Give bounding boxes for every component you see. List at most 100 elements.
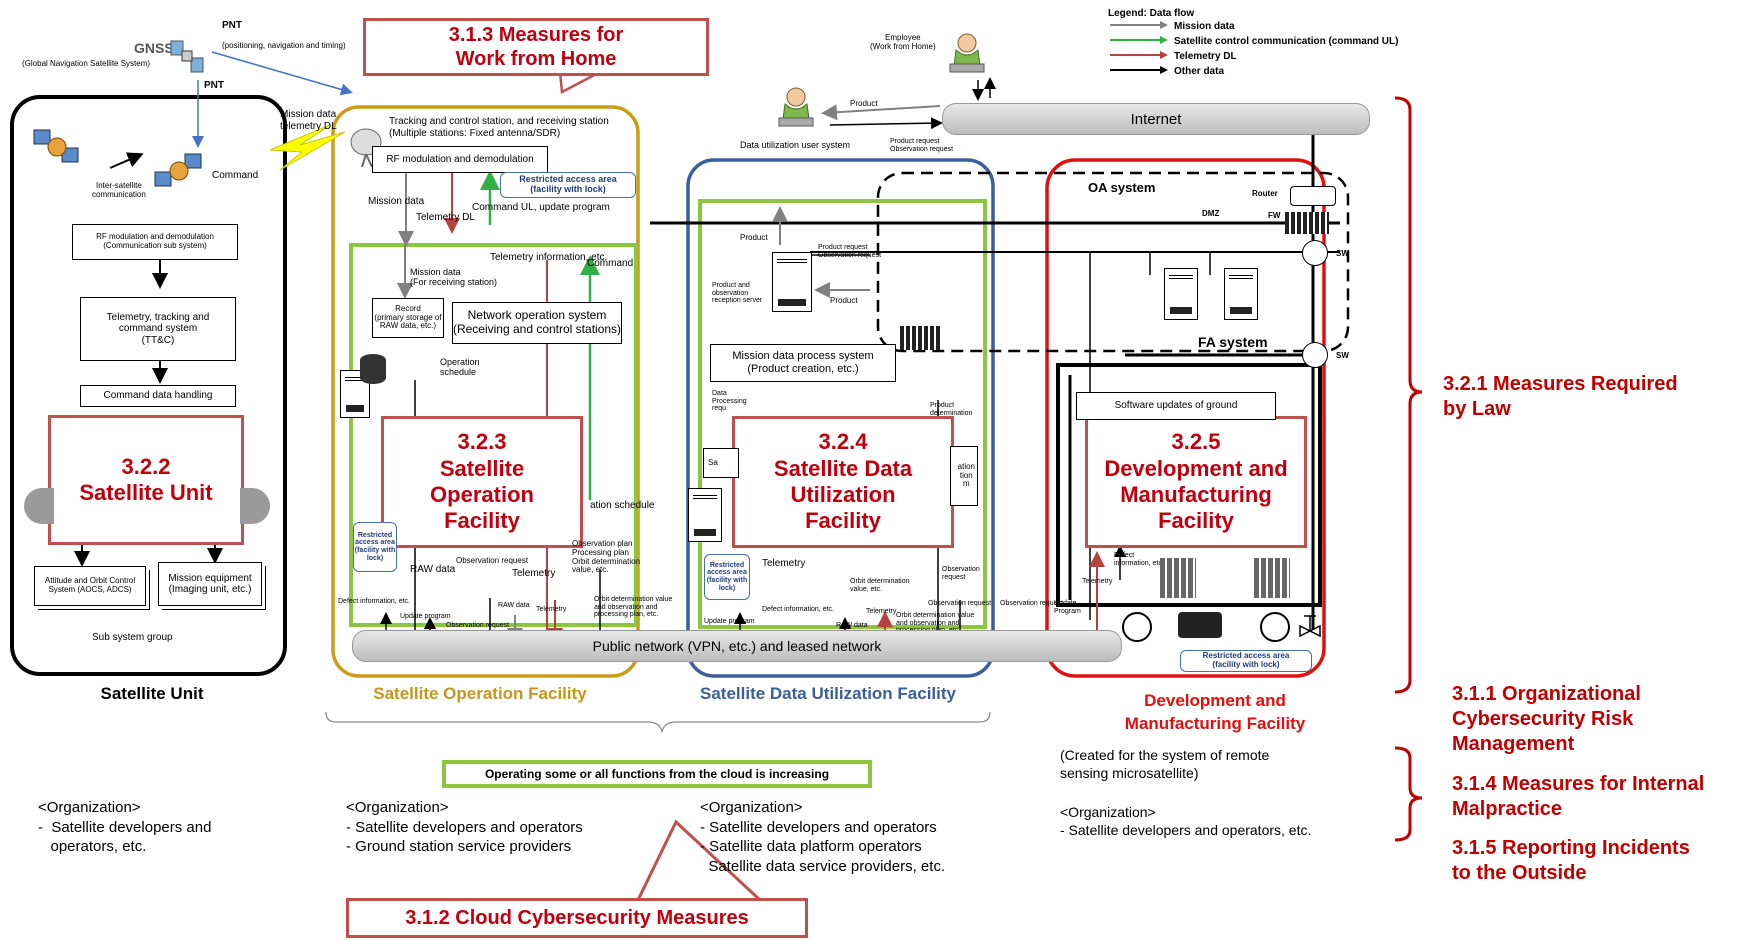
measure-org-risk: 3.1.1 Organizational Cybersecurity Risk … — [1452, 683, 1641, 755]
tlm-info-label: Telemetry information, etc. — [490, 252, 608, 263]
plc-icon-2 — [1254, 558, 1290, 598]
dev-mfg-facility-label: Development and Manufacturing Facility — [1124, 691, 1306, 733]
user-requests-label: Product request Observation request — [890, 138, 954, 153]
legend-arrow-icon — [1108, 65, 1168, 78]
flow-update-2: Update program — [704, 618, 755, 625]
switch-icon-2 — [1302, 342, 1328, 368]
inter-satellite-label: Inter-satellite communication — [92, 181, 146, 199]
internet: Internet — [942, 103, 1370, 135]
legend-label: Telemetry DL — [1174, 51, 1237, 62]
solar-panel-right — [240, 488, 270, 524]
ation-box: ation tion m — [950, 446, 978, 506]
router-label: Router — [1252, 189, 1278, 198]
measure-internal: 3.1.4 Measures for Internal Malpractice — [1452, 773, 1705, 820]
oa-server-2 — [1224, 268, 1258, 320]
dev-note: (Created for the system of remote sensin… — [1060, 747, 1270, 782]
callout-satellite-unit: 3.2.2 Satellite Unit — [48, 415, 244, 545]
data-requests-label: Product request Observation request — [818, 244, 882, 259]
subsystem-label: Sub system group — [92, 632, 173, 643]
mission-tlm-label: Mission data telemetry DL — [280, 109, 337, 132]
router-icon — [1290, 186, 1336, 206]
flow-telemetry-2: Telemetry — [866, 608, 897, 615]
valve-icon — [1298, 612, 1322, 638]
flow-raw: RAW data — [498, 602, 530, 609]
gnss-full: (Global Navigation Satellite System) — [22, 59, 151, 68]
firewall-icon-dev — [1285, 212, 1329, 234]
sat-op-restricted-area: Restricted access area (facility with lo… — [500, 172, 636, 198]
obs-schedule-label: ation schedule — [590, 500, 655, 511]
measure-required-by-law: 3.2.1 Measures Required by Law — [1443, 373, 1678, 420]
fa-system-label: FA system — [1198, 334, 1268, 350]
mission-recv-label: Mission data (For receiving station) — [410, 267, 498, 287]
public-network: Public network (VPN, etc.) and leased ne… — [352, 630, 1122, 662]
satellite-unit-org: <Organization> - Satellite developers an… — [38, 799, 212, 855]
pnt-label-2: PNT — [204, 80, 224, 91]
pnt-full: (positioning, navigation and timing) — [222, 41, 346, 50]
obs-plan-label: Observation plan Processing plan Orbit d… — [572, 539, 641, 575]
oa-system-label: OA system — [1088, 180, 1156, 195]
satellite-icon — [32, 126, 82, 168]
cloud-banner: Operating some or all functions from the… — [442, 760, 872, 788]
data-product-label-2: Product — [830, 296, 858, 305]
mission-data-label: Mission data — [368, 196, 425, 207]
gnss-satellite-icon — [168, 36, 206, 76]
dev-telemetry-label: Telemetry — [1082, 578, 1113, 585]
sw-label: SW — [1336, 249, 1349, 258]
flow-update: Update program — [400, 613, 451, 620]
motor-icon — [1178, 612, 1222, 638]
command-label: Command — [212, 170, 259, 181]
dev-org: <Organization> - Satellite developers an… — [1060, 804, 1312, 839]
pnt-label: PNT — [222, 20, 242, 31]
user-system-label: Data utilization user system — [740, 140, 851, 150]
sat-op-restricted-2: Restricted access area (facility with lo… — [353, 522, 397, 572]
rf-box: RF modulation and demodulation (Communic… — [72, 224, 238, 260]
switch-icon — [1302, 240, 1328, 266]
plc-icon-1 — [1160, 558, 1196, 598]
user-icon — [774, 85, 818, 133]
record-box: Record (primary storage of RAW data, etc… — [372, 298, 444, 338]
sat-data-facility-label: Satellite Data Utilization Facility — [699, 684, 956, 703]
legend-label: Satellite control communication (command… — [1174, 36, 1399, 47]
measure-reporting: 3.1.5 Reporting Incidents to the Outside — [1452, 837, 1690, 884]
flow-defect-2: Defect information, etc. — [762, 606, 834, 613]
legend-arrow-icon — [1108, 20, 1168, 33]
command-label-op: Command — [587, 258, 634, 269]
mdps-box: Mission data process system (Product cre… — [710, 344, 896, 382]
legend-item: Mission data — [1108, 19, 1398, 34]
callout-measures-wfh: 3.1.3 Measures for Work from Home — [363, 18, 709, 76]
flow-telemetry: Telemetry — [536, 606, 567, 613]
firewall-icon — [900, 326, 940, 350]
flow-raw-2: RAW data — [836, 622, 868, 629]
obs-request-label: Observation request — [456, 556, 529, 565]
gauge-icon-1 — [1122, 612, 1152, 642]
product-det-label: Product determination — [930, 402, 973, 417]
legend-item: Satellite control communication (command… — [1108, 34, 1398, 49]
ttc-box: Telemetry, tracking and command system (… — [80, 297, 236, 361]
flow-obs-req: Observation request — [446, 622, 510, 629]
sat-op-rf-box: RF modulation and demodulation — [372, 146, 548, 173]
dev-restricted-area: Restricted access area (facility with lo… — [1180, 650, 1312, 672]
reception-server-label: Product and observation reception server — [712, 282, 763, 305]
satellite-unit-label: Satellite Unit — [100, 684, 204, 703]
sat-op-facility-label: Satellite Operation Facility — [373, 684, 587, 703]
legend-arrow-icon — [1108, 35, 1168, 48]
data-proc-label: Data Processing requ — [712, 390, 747, 413]
telemetry-dl-label: Telemetry DL — [416, 212, 475, 223]
employee-icon — [944, 30, 990, 78]
flow-obs-req-3: Observation request — [1000, 600, 1064, 607]
op-telemetry-label: Telemetry — [512, 568, 556, 579]
cdh-box: Command data handling — [80, 385, 236, 407]
gnss-label: GNSS — [134, 40, 174, 56]
flow-obs-req-2: Observation request — [928, 600, 992, 607]
legend-title: Legend: Data flow — [1108, 8, 1195, 19]
legend-label: Mission data — [1174, 21, 1235, 32]
legend-item: Other data — [1108, 64, 1398, 79]
callout-dev-mfg: 3.2.5 Development and Manufacturing Faci… — [1085, 416, 1307, 548]
gauge-icon-2 — [1260, 612, 1290, 642]
aocs-box: Attitude and Orbit Control System (AOCS,… — [34, 566, 146, 606]
legend-label: Other data — [1174, 66, 1225, 77]
op-schedule-label: Operation schedule — [440, 357, 480, 377]
data-restricted-area: Restricted access area (facility with lo… — [704, 554, 750, 600]
dmz-label: DMZ — [1202, 209, 1220, 218]
